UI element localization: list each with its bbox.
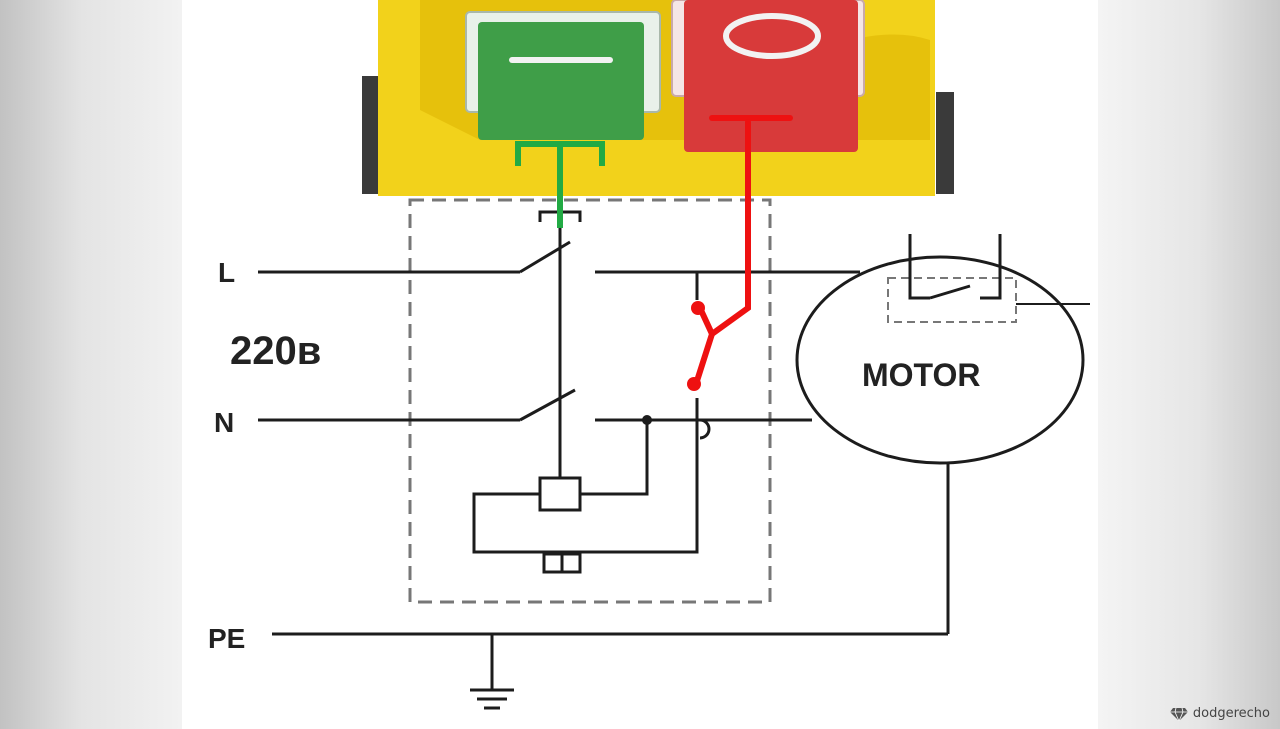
right-blur-panel: [1098, 0, 1280, 729]
stop-symbol-icon: [723, 13, 821, 59]
coil-return-wire: [472, 398, 699, 554]
start-button-cap: [478, 22, 644, 140]
neutral-junction-dot: [642, 415, 652, 425]
start-marker: [515, 141, 605, 228]
stop-marker-link: [709, 119, 751, 337]
housing-right-knob: [936, 92, 954, 194]
label-voltage: 220в: [230, 329, 321, 373]
stop-button[interactable]: [671, 0, 865, 152]
label-earth: PE: [208, 623, 245, 654]
switch-enclosure: [408, 198, 772, 604]
diamond-icon: [1169, 707, 1188, 721]
neutral-wire-out: [595, 418, 812, 440]
watermark: dodgerecho: [1169, 706, 1270, 721]
stop-contact-arm: [693, 305, 716, 387]
label-line: L: [218, 257, 235, 288]
stop-marker: [693, 115, 793, 387]
start-button[interactable]: [465, 11, 661, 140]
stop-button-cap: [684, 0, 858, 152]
thermal-protector-box: [887, 277, 1017, 323]
label-neutral: N: [214, 407, 234, 438]
watermark-text: dodgerecho: [1192, 706, 1270, 721]
thermal-switch: [908, 234, 1002, 300]
coil-feed-wire: [580, 420, 649, 496]
label-motor: MOTOR: [862, 357, 981, 393]
stop-contact-dot-bottom: [687, 377, 701, 391]
relay-coil: [538, 476, 582, 512]
left-blur-panel: [0, 0, 182, 729]
neutral-contact: [519, 388, 576, 422]
line-contact: [519, 240, 571, 274]
motor-circle: [795, 255, 1085, 465]
circuit-wires: [258, 210, 1090, 710]
stop-contact-dot-top: [691, 301, 705, 315]
